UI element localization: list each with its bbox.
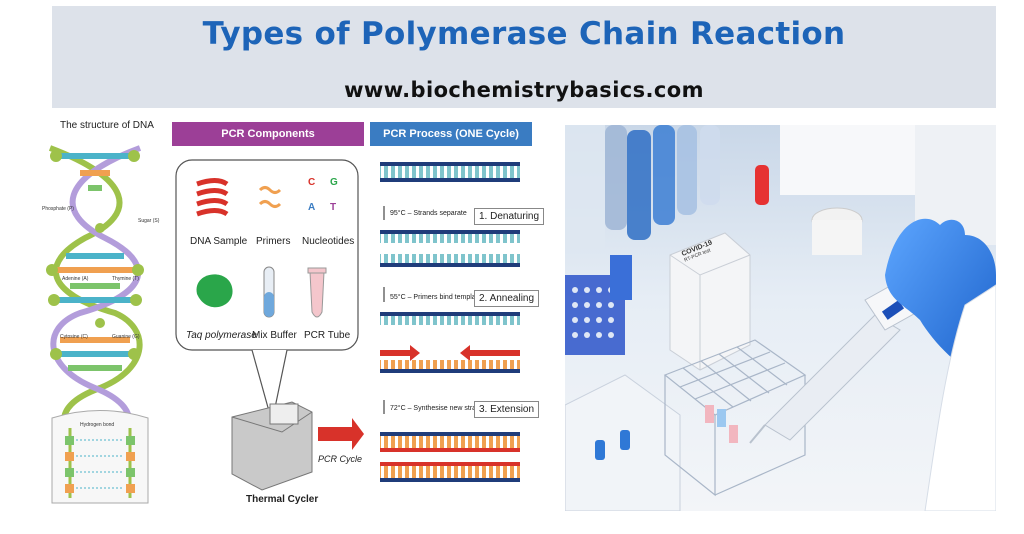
dna-structure-panel: The structure of DNA <box>40 118 170 510</box>
item-mix-buffer: Mix Buffer <box>252 330 297 341</box>
nucleotide-a: A <box>308 202 316 213</box>
nucleotide-c: C <box>308 177 316 188</box>
dna-helix-illustration <box>46 145 149 504</box>
pcr-cycle-label: PCR Cycle <box>318 454 363 464</box>
hydrogen-bond-label: Hydrogen bond <box>80 422 115 428</box>
pcr-components-panel: PCR Components C G A T DNA Sample Primer… <box>172 122 364 512</box>
step1-temp-note: 95°C – Strands separate <box>390 210 467 217</box>
thermal-cycler-label: Thermal Cycler <box>246 494 319 505</box>
step3-temp-note: 72°C – Synthesise new strand <box>390 405 484 412</box>
lab-photo: COVID-19 RT-PCR test <box>565 125 996 511</box>
nucleotide-t: T <box>330 202 337 213</box>
thymine-label: Thymine (T) <box>112 276 139 282</box>
guanine-label: Guanine (G) <box>112 334 140 340</box>
adenine-label: Adenine (A) <box>62 276 89 282</box>
item-primers: Primers <box>256 236 291 247</box>
sugar-label: Sugar (S) <box>138 218 160 224</box>
components-heading: PCR Components <box>172 122 364 146</box>
cytosine-label: Cytosine (C) <box>60 334 88 340</box>
step2-temp-note: 55°C – Primers bind template <box>390 294 482 301</box>
item-taq-polymerase: Taq polymerase <box>186 330 257 341</box>
item-pcr-tube: PCR Tube <box>304 330 351 341</box>
step2-label: 2. Annealing <box>474 290 540 307</box>
nucleotide-g: G <box>330 177 338 188</box>
item-dna-sample: DNA Sample <box>190 236 248 247</box>
item-nucleotides: Nucleotides <box>302 236 355 247</box>
process-illustration <box>380 162 520 482</box>
lab-photo-illustration <box>565 125 996 511</box>
phosphate-label: Phosphate (P) <box>42 206 74 212</box>
header-banner: Types of Polymerase Chain Reaction www.b… <box>52 6 996 108</box>
site-url[interactable]: www.biochemistrybasics.com <box>344 78 704 102</box>
page-title: Types of Polymerase Chain Reaction <box>202 16 846 52</box>
dna-heading: The structure of DNA <box>60 120 154 131</box>
process-heading: PCR Process (ONE Cycle) <box>370 122 532 146</box>
pcr-process-panel: PCR Process (ONE Cycle) <box>370 122 545 512</box>
step1-label: 1. Denaturing <box>474 208 545 225</box>
components-illustration <box>175 159 364 491</box>
step3-label: 3. Extension <box>474 401 540 418</box>
